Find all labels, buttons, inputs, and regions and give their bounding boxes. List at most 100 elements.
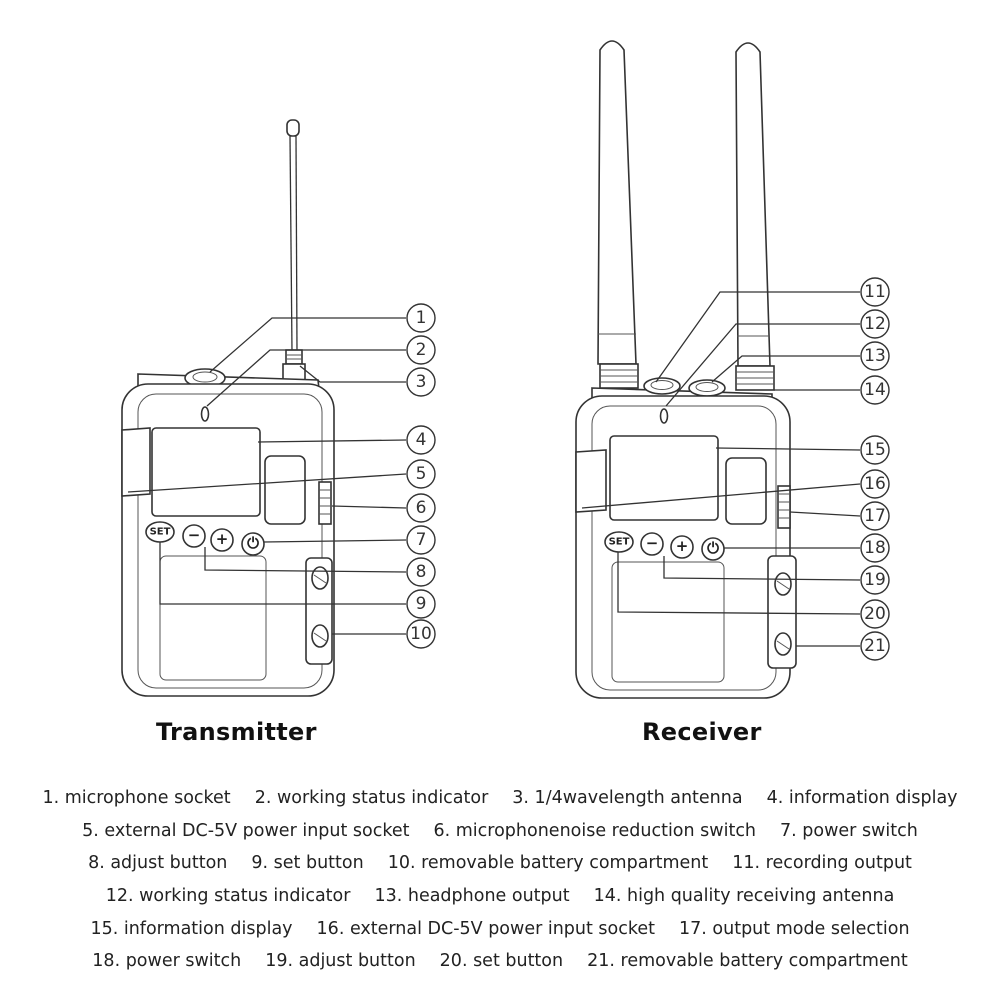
transmitter-status-led	[200, 406, 210, 422]
receiver-battery-compartment	[767, 555, 797, 669]
callout-12: 12	[860, 309, 890, 339]
svg-text:7: 7	[416, 530, 427, 550]
callout-13: 13	[860, 341, 890, 371]
svg-text:6: 6	[416, 498, 427, 518]
set-button-label: SET	[150, 527, 171, 538]
legend-row-1: 1. microphone socket 2. working status i…	[0, 782, 1000, 815]
svg-text:1: 1	[416, 308, 427, 328]
receiver-headphone-socket	[688, 379, 726, 397]
legend-item: 13. headphone output	[374, 886, 570, 907]
receiver-device: SET − + ⏻	[575, 40, 797, 699]
svg-text:9: 9	[416, 594, 427, 614]
transmitter-leader-lines	[127, 317, 407, 635]
callout-9: 9	[406, 589, 436, 619]
callout-20: 20	[860, 599, 890, 629]
callout-14: 14	[860, 375, 890, 405]
legend-item: 4. information display	[766, 788, 958, 809]
legend-item: 1. microphone socket	[42, 788, 231, 809]
receiver-set-button[interactable]: SET	[604, 531, 634, 553]
transmitter-display	[151, 427, 261, 517]
parts-legend: 1. microphone socket 2. working status i…	[0, 782, 1000, 978]
legend-item: 5. external DC-5V power input socket	[82, 820, 410, 841]
transmitter-right-clip	[264, 455, 306, 525]
callout-6: 6	[406, 493, 436, 523]
callout-3: 3	[406, 367, 436, 397]
minus-icon: −	[646, 534, 659, 552]
callout-10: 10	[406, 619, 436, 649]
callout-circles: 1 2 3 4 5 6 7 8 9 10 11 12 13 14 15 16 1…	[406, 277, 890, 661]
transmitter-antenna	[279, 119, 309, 395]
svg-text:10: 10	[410, 624, 432, 644]
svg-text:12: 12	[864, 314, 886, 334]
legend-item: 16. external DC-5V power input socket	[316, 918, 656, 939]
receiver-battery-door	[611, 561, 725, 683]
transmitter-set-button[interactable]: SET	[145, 521, 175, 543]
svg-text:4: 4	[416, 430, 427, 450]
legend-row-5: 15. information display 16. external DC-…	[0, 912, 1000, 945]
svg-text:20: 20	[864, 604, 886, 624]
callout-21: 21	[860, 631, 890, 661]
receiver-title: Receiver	[642, 718, 762, 746]
svg-text:18: 18	[864, 538, 886, 558]
svg-text:19: 19	[864, 570, 886, 590]
legend-item: 14. high quality receiving antenna	[593, 886, 895, 907]
transmitter-left-clip	[121, 427, 151, 497]
receiver-minus-button[interactable]: −	[640, 532, 664, 556]
receiver-right-antenna	[735, 42, 775, 391]
set-button-label: SET	[609, 537, 630, 548]
legend-item: 20. set button	[439, 951, 564, 972]
power-icon: ⏻	[707, 539, 719, 557]
transmitter-battery-door	[159, 555, 267, 681]
transmitter-device: SET − + ⏻	[121, 119, 335, 697]
legend-item: 3. 1/4wavelength antenna	[512, 788, 743, 809]
legend-item: 7. power switch	[780, 820, 918, 841]
legend-item: 2. working status indicator	[254, 788, 489, 809]
receiver-power-button[interactable]: ⏻	[701, 537, 725, 561]
minus-icon: −	[188, 526, 201, 544]
receiver-display	[609, 435, 719, 521]
legend-item: 18. power switch	[92, 951, 242, 972]
svg-text:2: 2	[416, 340, 427, 360]
legend-item: 15. information display	[90, 918, 293, 939]
legend-item: 12. working status indicator	[105, 886, 351, 907]
callout-11: 11	[860, 277, 890, 307]
legend-item: 9. set button	[251, 853, 364, 874]
callout-15: 15	[860, 435, 890, 465]
plus-icon: +	[676, 537, 689, 555]
receiver-output-mode-switch	[777, 485, 791, 529]
transmitter-title: Transmitter	[156, 718, 317, 746]
legend-item: 8. adjust button	[88, 853, 228, 874]
receiver-left-clip	[575, 449, 607, 513]
transmitter-minus-button[interactable]: −	[182, 524, 206, 548]
callout-19: 19	[860, 565, 890, 595]
receiver-left-antenna	[597, 40, 639, 389]
legend-item: 10. removable battery compartment	[387, 853, 709, 874]
callout-5: 5	[406, 459, 436, 489]
legend-row-3: 8. adjust button 9. set button 10. remov…	[0, 847, 1000, 880]
callout-17: 17	[860, 501, 890, 531]
callout-4: 4	[406, 425, 436, 455]
svg-text:17: 17	[864, 506, 886, 526]
legend-row-6: 18. power switch 19. adjust button 20. s…	[0, 945, 1000, 978]
receiver-right-clip	[725, 457, 767, 525]
power-icon: ⏻	[247, 534, 259, 552]
callout-18: 18	[860, 533, 890, 563]
product-diagram: .ol { fill: #fff; stroke: #333; stroke-w…	[121, 40, 890, 699]
transmitter-plus-button[interactable]: +	[210, 528, 234, 552]
receiver-recording-socket	[643, 377, 681, 395]
legend-item: 11. recording output	[732, 853, 912, 874]
svg-text:15: 15	[864, 440, 886, 460]
transmitter-power-button[interactable]: ⏻	[241, 532, 265, 556]
svg-text:16: 16	[864, 474, 886, 494]
svg-text:11: 11	[864, 282, 886, 302]
receiver-plus-button[interactable]: +	[670, 535, 694, 559]
svg-text:14: 14	[864, 380, 886, 400]
svg-text:8: 8	[416, 562, 427, 582]
callout-8: 8	[406, 557, 436, 587]
transmitter-battery-compartment	[305, 557, 333, 665]
legend-row-2: 5. external DC-5V power input socket 6. …	[0, 815, 1000, 848]
callout-7: 7	[406, 525, 436, 555]
callout-2: 2	[406, 335, 436, 365]
legend-item: 19. adjust button	[265, 951, 416, 972]
legend-row-4: 12. working status indicator 13. headpho…	[0, 880, 1000, 913]
